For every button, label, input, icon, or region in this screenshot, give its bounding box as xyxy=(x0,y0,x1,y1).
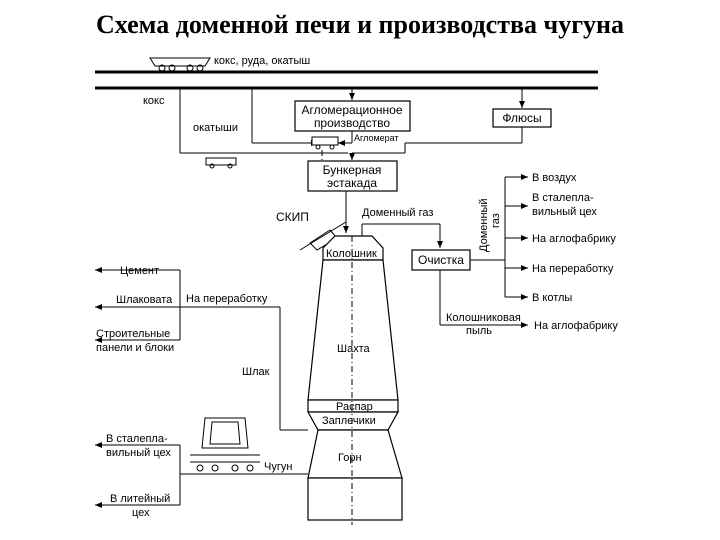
bunker-label-1: Бункерная xyxy=(323,163,382,177)
agglomeration-label-2: производство xyxy=(314,116,390,130)
slag-product-panels-2: панели и блоки xyxy=(96,342,174,354)
rail-top-label: кокс, руда, окатыш xyxy=(214,55,310,67)
blast-furnace-shape xyxy=(306,235,403,525)
dust-label-1: Колошниковая xyxy=(446,312,521,324)
domain-gas-label: Доменный газ xyxy=(362,207,433,219)
gas-dest-boilers: В котлы xyxy=(532,292,572,304)
conveyor-wagon-icon xyxy=(311,136,339,150)
domain-gas-vertical-label-2: газ xyxy=(490,213,502,228)
skip-incline-line xyxy=(299,221,347,251)
iron-dest-steel-1: В сталепла- xyxy=(106,433,168,445)
diagram-title: Схема доменной печи и производства чугун… xyxy=(96,10,624,39)
to-processing-label: На переработку xyxy=(186,293,268,305)
zaplechiki-label: Заплечики xyxy=(322,415,376,427)
domain-gas-vertical-label-1: Доменный xyxy=(478,198,490,252)
dust-dest-label: На аглофабрику xyxy=(534,320,618,332)
ladle-car-icon xyxy=(190,417,260,472)
bunker-box xyxy=(307,160,398,192)
small-wagon-icon xyxy=(205,157,237,169)
skip-label: СКИП xyxy=(276,210,309,224)
iron-dest-steel-2: вильный цех xyxy=(106,447,171,459)
slag-label: Шлак xyxy=(242,366,270,378)
shakhta-label: Шахта xyxy=(337,343,370,355)
slag-product-slagwool: Шлаковата xyxy=(116,294,173,306)
agglomeration-label-1: Агломерационное xyxy=(301,103,402,117)
iron-dest-foundry-1: В литейный xyxy=(110,493,170,505)
koloshnik-label: Колошник xyxy=(326,248,377,260)
gas-dest-air: В воздух xyxy=(532,172,577,184)
gas-dest-processing: На переработку xyxy=(532,263,614,275)
flux-label: Флюсы xyxy=(502,111,541,125)
aglomerat-label: Агломерат xyxy=(354,133,399,143)
dust-label-2: пыль xyxy=(466,325,492,337)
koks-label: кокс xyxy=(143,95,165,107)
agglomeration-box xyxy=(294,100,411,132)
bunker-label-2: эстакада xyxy=(327,176,377,190)
gas-dest-agglo: На аглофабрику xyxy=(532,233,616,245)
gorn-label: Горн xyxy=(338,452,362,464)
iron-dest-foundry-2: цех xyxy=(132,507,150,519)
cleaning-label: Очистка xyxy=(418,253,464,267)
slag-product-cement: Цемент xyxy=(120,265,159,277)
raspar-label: Распар xyxy=(336,401,373,413)
gas-dest-steel-2: вильный цех xyxy=(532,206,597,218)
iron-label: Чугун xyxy=(264,461,292,473)
okatyshi-label: окатыши xyxy=(193,122,238,134)
slag-product-panels-1: Строительные xyxy=(96,328,170,340)
gas-dest-steel-1: В сталепла- xyxy=(532,192,594,204)
rail-wagon-icon xyxy=(149,57,211,72)
